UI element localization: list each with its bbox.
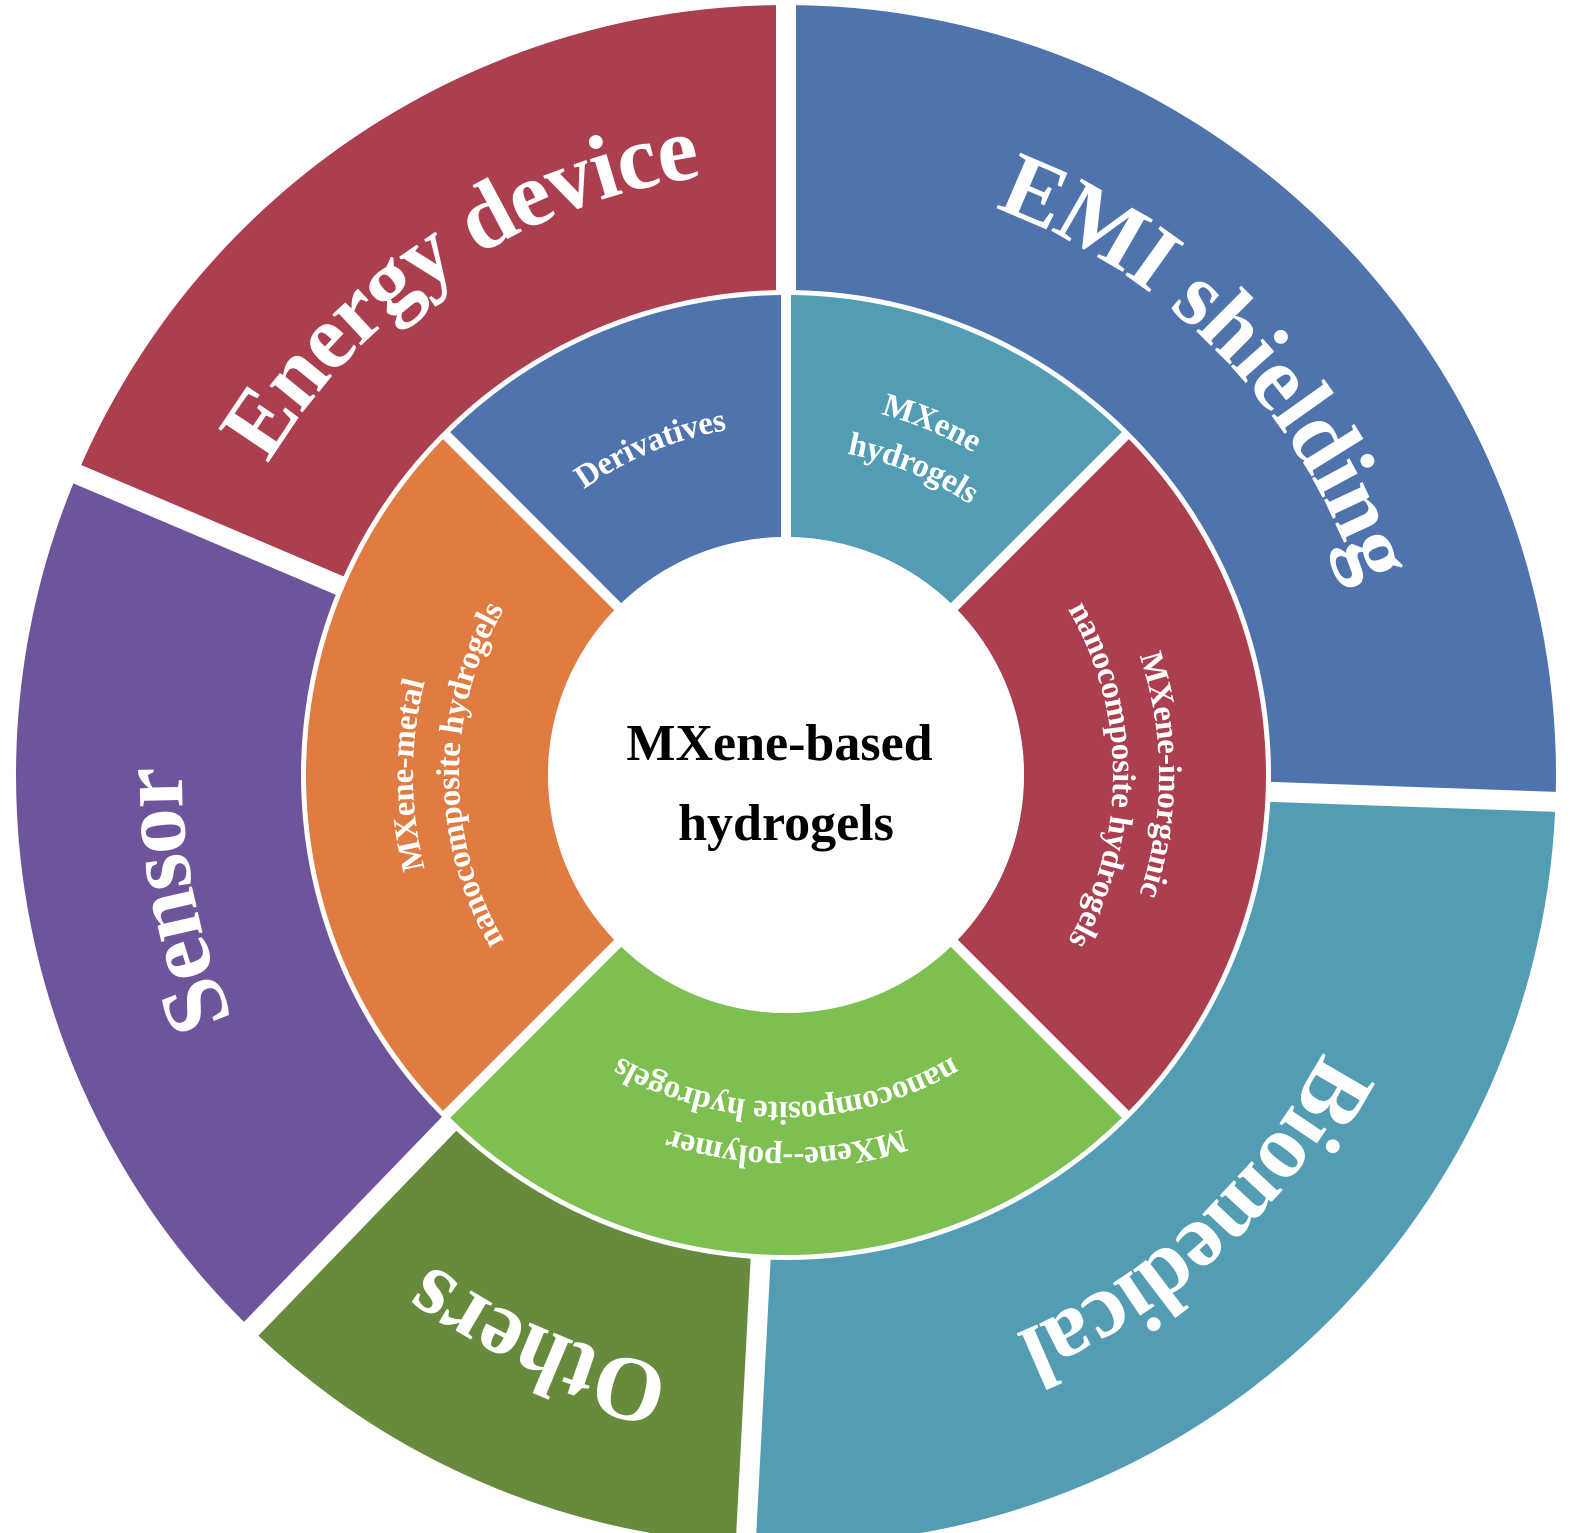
outer-segment-energy — [81, 5, 777, 577]
inner-segment-metal — [305, 439, 615, 1111]
outer-segment-biomedical — [756, 801, 1556, 1533]
center-circle — [548, 537, 1024, 1013]
outer-segment-emi — [795, 5, 1557, 792]
outer-segment-sensor — [15, 483, 442, 1322]
inner-segment-derivatives — [450, 295, 782, 604]
outer-segment-others — [258, 1130, 751, 1533]
inner-segment-inorganic — [957, 439, 1267, 1111]
inner-segment-polymer — [450, 946, 1122, 1256]
inner-segment-mxene-hydrogels — [790, 295, 1122, 604]
center-label-line-1: MXene-based — [626, 715, 932, 772]
center-label-line-2: hydrogels — [678, 795, 894, 852]
svg-text:MXene-based hydrogels: MXene-based hydrogels — [626, 715, 945, 852]
